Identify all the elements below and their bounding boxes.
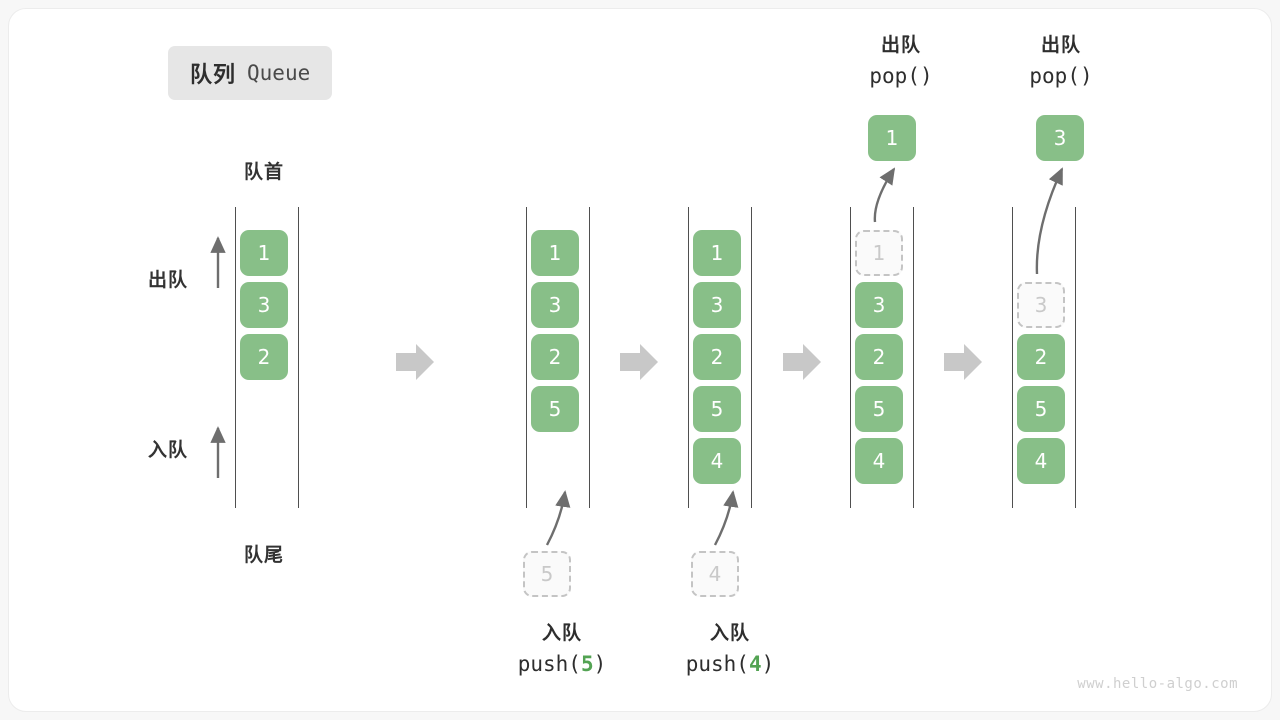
pop-label-code: pop() — [869, 63, 933, 88]
push-label-5: 入队 push(5) — [472, 620, 652, 680]
queue-rail-left — [1012, 207, 1013, 508]
push-ghost-cell-5: 5 — [523, 551, 571, 597]
queue-rail-left — [526, 207, 527, 508]
title-chinese: 队列 — [190, 62, 237, 87]
queue-cell-popping-1-2: 2 — [855, 334, 903, 380]
queue-cell-popping-1-3: 5 — [855, 386, 903, 432]
watermark: www.hello-algo.com — [1077, 676, 1238, 692]
queue-cell-after-push-5-3: 5 — [531, 386, 579, 432]
pop-label-cn: 出队 — [880, 35, 921, 56]
queue-rail-right — [751, 207, 752, 508]
dequeue-arrow-label: 出队 — [148, 270, 189, 291]
queue-cell-after-push-4-0: 1 — [693, 230, 741, 276]
queue-cell-after-push-4-1: 3 — [693, 282, 741, 328]
queue-rail-right — [913, 207, 914, 508]
queue-rail-right — [298, 207, 299, 508]
title-badge: 队列 Queue — [168, 46, 333, 100]
queue-cell-after-push-5-1: 3 — [531, 282, 579, 328]
push-label-cn: 入队 — [709, 623, 750, 644]
queue-cell-after-push-4-3: 5 — [693, 386, 741, 432]
push-label-code: push(5) — [517, 651, 607, 676]
queue-cell-popping-3-1: 3 — [1017, 282, 1065, 328]
pop-label-1: 出队 pop() — [811, 32, 991, 92]
front-label: 队首 — [243, 162, 284, 183]
push-ghost-cell-4: 4 — [691, 551, 739, 597]
queue-rail-left — [688, 207, 689, 508]
diagram-card — [8, 8, 1272, 712]
queue-cell-popping-1-0: 1 — [855, 230, 903, 276]
title-english: Queue — [247, 61, 311, 85]
pop-result-cell-3: 3 — [1036, 115, 1084, 161]
push-label-4: 入队 push(4) — [640, 620, 820, 680]
queue-rail-right — [1075, 207, 1076, 508]
pop-label-code: pop() — [1029, 63, 1093, 88]
queue-cell-initial-0: 1 — [240, 230, 288, 276]
queue-cell-initial-2: 2 — [240, 334, 288, 380]
push-label-code: push(4) — [685, 651, 775, 676]
queue-cell-popping-3-2: 2 — [1017, 334, 1065, 380]
queue-cell-initial-1: 3 — [240, 282, 288, 328]
queue-cell-after-push-4-4: 4 — [693, 438, 741, 484]
queue-rail-left — [235, 207, 236, 508]
queue-cell-after-push-4-2: 2 — [693, 334, 741, 380]
enqueue-arrow-label: 入队 — [148, 440, 189, 461]
queue-cell-popping-1-4: 4 — [855, 438, 903, 484]
rear-label: 队尾 — [243, 545, 284, 566]
queue-rail-left — [850, 207, 851, 508]
queue-cell-after-push-5-0: 1 — [531, 230, 579, 276]
push-label-cn: 入队 — [541, 623, 582, 644]
pop-label-3: 出队 pop() — [971, 32, 1151, 92]
pop-label-cn: 出队 — [1040, 35, 1081, 56]
queue-cell-popping-3-4: 4 — [1017, 438, 1065, 484]
queue-rail-right — [589, 207, 590, 508]
queue-cell-popping-1-1: 3 — [855, 282, 903, 328]
queue-cell-popping-3-3: 5 — [1017, 386, 1065, 432]
pop-result-cell-1: 1 — [868, 115, 916, 161]
queue-cell-after-push-5-2: 2 — [531, 334, 579, 380]
